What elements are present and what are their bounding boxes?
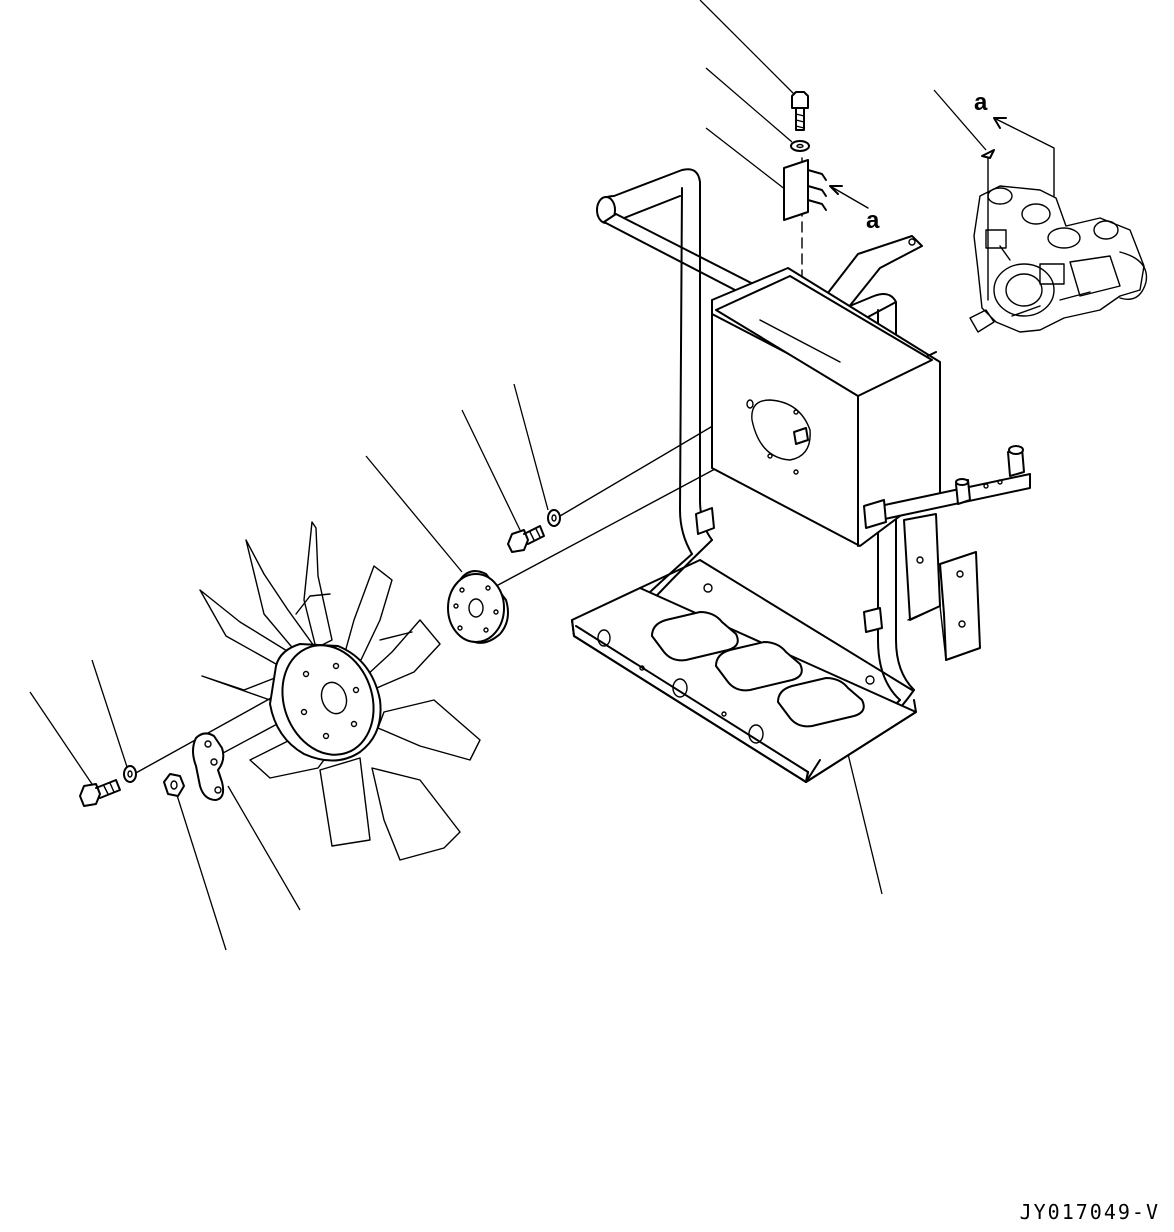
leader-bolt-low [29,691,97,791]
support-frame-icon [571,168,1031,783]
pump-inset-icon: a [969,89,1148,333]
leader-washer-mid [513,383,549,511]
low-washer-icon [123,765,137,783]
drawing-code-label: JY017049-V [1019,1200,1160,1224]
leader-plate [227,785,301,911]
low-bolt-icon [79,779,121,807]
mid-bolt-icon [507,525,545,553]
cooling-fan-icon [199,521,481,861]
leader-frame [847,753,883,895]
view-label-a-inset: a [974,89,988,116]
leader-bolt-top [699,0,797,97]
mid-washer-icon [547,509,561,527]
fan-spacer-icon [447,570,509,644]
view-arrow-line [829,185,869,209]
leader-washer-top [705,67,793,143]
leader-bolt-mid [461,409,521,531]
clamp-icon [783,159,827,221]
leader-washer-low [91,659,129,771]
leader-lines [29,0,987,951]
view-arrow-head [829,185,843,195]
axis-lower [469,445,759,601]
leader-inset-clip [933,89,987,151]
nut-icon [163,773,185,797]
leader-nut [175,791,227,951]
top-washer-icon [790,140,810,152]
top-bolt-icon [791,91,809,131]
leader-spacer [365,455,463,573]
fan-mount-plate-icon [192,732,225,801]
view-label-a-main: a [866,207,880,234]
leader-clamp [705,127,787,191]
